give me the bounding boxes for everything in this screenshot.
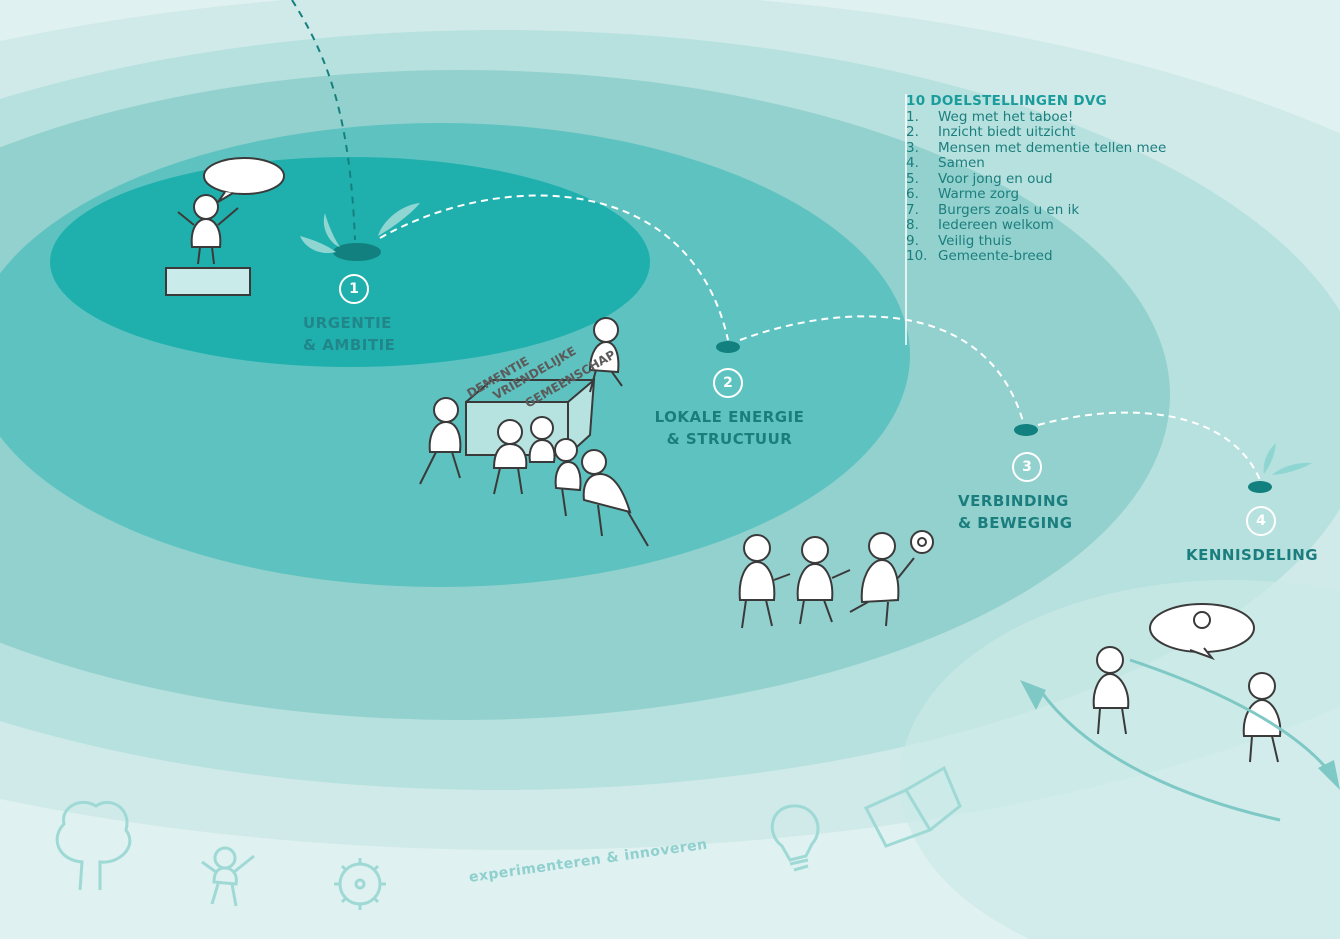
splash-1 bbox=[300, 203, 420, 261]
goal-item: 4. Samen bbox=[906, 155, 1266, 172]
goal-text: Gemeente-breed bbox=[938, 248, 1053, 264]
step-4-label: KENNISDELING bbox=[1186, 544, 1318, 566]
gear-icon bbox=[334, 858, 386, 910]
arc-2-3 bbox=[739, 315, 1025, 426]
goal-item: 3. Mensen met dementie tellen mee bbox=[906, 139, 1266, 157]
step-2-number: 2 bbox=[713, 368, 743, 398]
tree-icon bbox=[55, 800, 132, 891]
goal-number: 1. bbox=[906, 108, 919, 125]
goal-text: Weg met het taboe! bbox=[938, 108, 1074, 125]
step-3-label: VERBINDING & BEWEGING bbox=[958, 490, 1073, 534]
goal-number: 4. bbox=[906, 155, 919, 171]
goals-title: 10 DOELSTELLINGEN DVG bbox=[906, 93, 1108, 109]
goal-number: 2. bbox=[906, 124, 919, 140]
drop-3 bbox=[1014, 424, 1038, 436]
arc-1-2 bbox=[379, 194, 729, 341]
drop-2 bbox=[716, 341, 740, 353]
step-3-line1: VERBINDING bbox=[958, 492, 1069, 510]
goal-item: 1. Weg met het taboe! bbox=[906, 108, 1266, 126]
goal-text: Samen bbox=[938, 155, 985, 171]
goal-text: Iedereen welkom bbox=[938, 217, 1054, 233]
walking-group bbox=[738, 530, 934, 629]
goal-number: 6. bbox=[906, 186, 919, 202]
goal-text: Warme zorg bbox=[938, 186, 1020, 202]
person-icon bbox=[201, 846, 255, 907]
goal-number: 10. bbox=[906, 248, 928, 264]
step-1-label: URGENTIE & AMBITIE bbox=[303, 312, 395, 356]
step-1-number: 1 bbox=[339, 274, 369, 304]
goal-item: 10. Gemeente-breed bbox=[906, 248, 1266, 265]
goal-number: 7. bbox=[906, 201, 919, 218]
kennisdeling-figures bbox=[1092, 603, 1282, 763]
step-1-line2: & AMBITIE bbox=[303, 336, 396, 354]
goal-text: Veilig thuis bbox=[938, 232, 1012, 249]
lightbulb-icon bbox=[770, 804, 820, 872]
book-icon bbox=[863, 765, 962, 848]
step-2-line1: LOKALE ENERGIE bbox=[654, 408, 805, 426]
drop-line bbox=[291, 0, 356, 241]
splash-4 bbox=[1263, 443, 1312, 475]
goal-item: 5. Voor jong en oud bbox=[906, 170, 1266, 188]
step-3-number: 3 bbox=[1012, 452, 1042, 482]
step-2-label: LOKALE ENERGIE & STRUCTUUR bbox=[642, 406, 817, 450]
goal-item: 6. Warme zorg bbox=[906, 186, 1266, 203]
goal-number: 9. bbox=[906, 232, 919, 249]
step-3-line2: & BEWEGING bbox=[958, 514, 1073, 532]
step-2-line2: & STRUCTUUR bbox=[666, 430, 793, 448]
goal-text: Voor jong en oud bbox=[938, 170, 1053, 187]
goal-number: 3. bbox=[906, 139, 919, 156]
arrow-head-left bbox=[1020, 680, 1046, 710]
goal-item: 7. Burgers zoals u en ik bbox=[906, 201, 1266, 219]
goal-item: 8. Iedereen welkom bbox=[906, 217, 1266, 234]
goals-list: 10 DOELSTELLINGEN DVG 1. Weg met het tabo… bbox=[906, 93, 1266, 265]
arc-3-4 bbox=[1037, 411, 1261, 481]
goal-item: 2. Inzicht biedt uitzicht bbox=[906, 124, 1266, 141]
goal-item: 9. Veilig thuis bbox=[906, 232, 1266, 250]
drop-4 bbox=[1248, 481, 1272, 493]
goals-items: 1. Weg met het taboe! 2. Inzicht biedt uitz… bbox=[906, 108, 1266, 265]
goal-text: Mensen met dementie tellen mee bbox=[938, 139, 1167, 156]
step-4-line1: KENNISDELING bbox=[1186, 546, 1319, 564]
step-1-line1: URGENTIE bbox=[303, 314, 392, 332]
arrow-head-right bbox=[1318, 760, 1340, 790]
exchange-arc-1 bbox=[1038, 689, 1281, 822]
goal-number: 5. bbox=[906, 170, 919, 187]
speaker-figure bbox=[165, 157, 285, 296]
step-4-number: 4 bbox=[1246, 506, 1276, 536]
exchange-arc-2 bbox=[1129, 658, 1338, 781]
goal-text: Inzicht biedt uitzicht bbox=[938, 124, 1076, 140]
goal-text: Burgers zoals u en ik bbox=[938, 201, 1080, 218]
goal-number: 8. bbox=[906, 217, 919, 233]
